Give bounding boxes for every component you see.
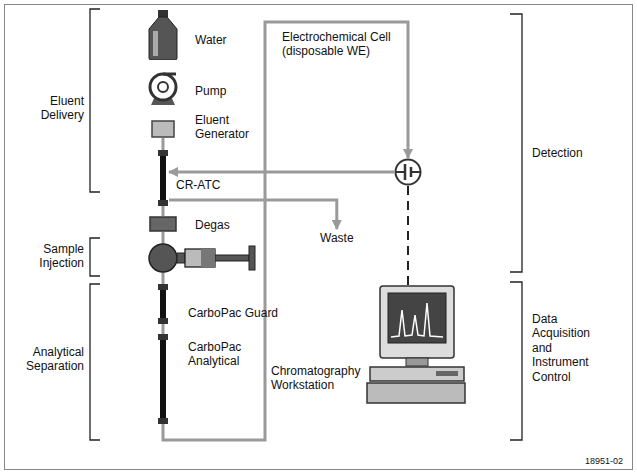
eg-node: Eluent Generator	[151, 120, 175, 138]
bottle-icon	[148, 10, 178, 60]
signal-line	[407, 186, 409, 285]
node-label: CarboPac Analytical	[188, 340, 258, 369]
text-node: Waste	[318, 230, 356, 246]
node-label: CarboPac Guard	[188, 306, 278, 320]
column-icon	[157, 150, 169, 206]
group-label: Sample Injection	[22, 242, 84, 271]
column-node: CarboPac Guard	[157, 284, 169, 324]
node-label: Waste	[318, 230, 356, 246]
column-node: CarboPac Analytical	[157, 334, 169, 424]
group-label: Analytical Separation	[10, 345, 84, 374]
computer-node: Chromatography Workstation	[366, 285, 466, 405]
node-label: CR-ATC	[176, 178, 220, 192]
column-icon	[157, 284, 169, 324]
brackets	[90, 9, 522, 440]
node-label: Water	[195, 33, 227, 47]
cell-icon	[394, 158, 422, 186]
flow-line	[169, 171, 394, 174]
node-label: Eluent Generator	[195, 113, 265, 142]
bracket	[510, 282, 522, 440]
bottle-node: Water	[148, 10, 178, 60]
degas-node: Degas	[149, 216, 177, 232]
column-node: CR-ATC	[157, 150, 169, 206]
bracket	[510, 14, 522, 272]
degas-icon	[149, 216, 177, 232]
node-label: Electrochemical Cell (disposable WE)	[282, 30, 412, 59]
flow-line	[162, 138, 165, 150]
bracket	[90, 284, 100, 440]
group-label: Data Acquisition and Instrument Control	[532, 312, 612, 384]
eg-icon	[151, 120, 175, 138]
node-label: Pump	[195, 84, 226, 98]
cell-node: Electrochemical Cell (disposable WE)	[394, 158, 422, 186]
computer-icon	[366, 285, 466, 405]
flow-line	[169, 200, 337, 229]
node-label: Chromatography Workstation	[271, 364, 364, 393]
frame	[5, 5, 633, 470]
bracket	[90, 9, 100, 192]
group-label: Eluent Delivery	[22, 94, 84, 123]
injection-valve	[149, 244, 255, 272]
figure-number: 18951-02	[585, 456, 629, 467]
bracket	[90, 238, 100, 276]
flow-line	[162, 324, 165, 334]
group-label: Detection	[532, 146, 622, 160]
node-label: Degas	[195, 218, 230, 232]
column-icon	[157, 334, 169, 424]
pump-node: Pump	[147, 72, 179, 106]
pump-icon	[147, 72, 179, 106]
flow-line	[162, 206, 165, 216]
